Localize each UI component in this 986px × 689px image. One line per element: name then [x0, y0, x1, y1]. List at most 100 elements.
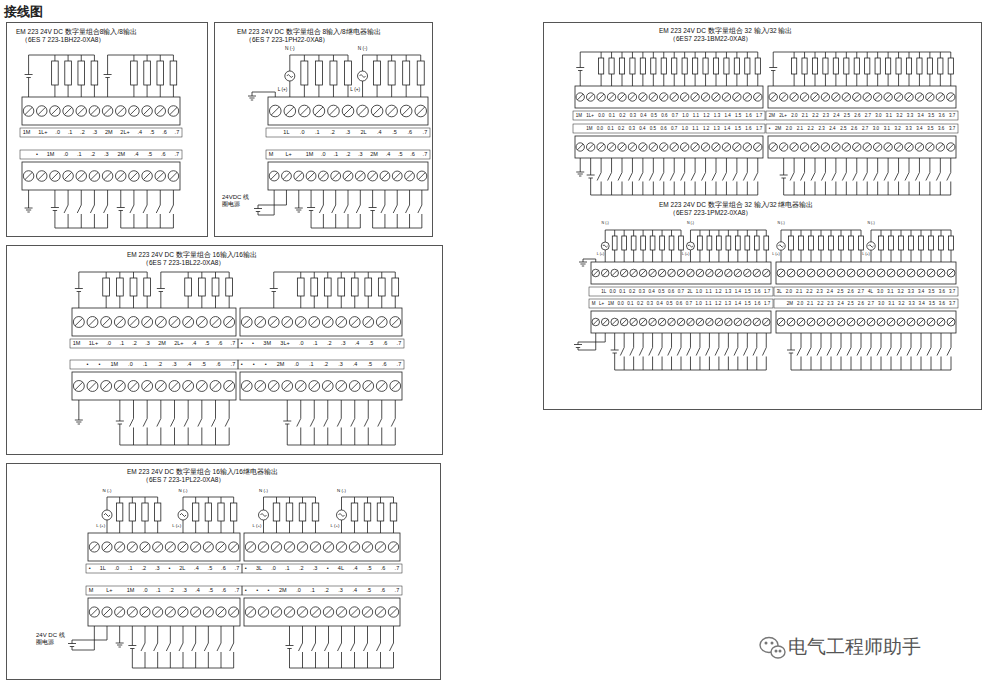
load — [630, 58, 635, 74]
terminal-screw — [142, 106, 153, 117]
terminal-screw — [592, 269, 600, 277]
load — [374, 61, 381, 85]
load — [929, 236, 934, 250]
switch-blade — [847, 348, 851, 356]
terminal-screw — [258, 542, 268, 552]
wire — [578, 333, 596, 350]
screw-slot — [661, 94, 667, 100]
terminal-screw — [336, 542, 346, 552]
load — [703, 58, 708, 74]
ac-tilde — [261, 514, 267, 517]
supply-polarity-label: L (+) — [350, 88, 360, 93]
wire — [170, 626, 171, 643]
wire — [354, 428, 355, 446]
wire — [215, 400, 216, 419]
wire — [747, 250, 748, 262]
load — [735, 236, 740, 250]
terminal-screw — [318, 171, 328, 181]
wire — [652, 357, 653, 371]
screw-slot — [593, 319, 598, 324]
wire — [622, 158, 623, 173]
wire — [919, 158, 920, 173]
screw-slot — [713, 94, 719, 100]
terminal-screw — [295, 317, 306, 328]
switch-blade — [649, 348, 653, 356]
screw-slot — [273, 608, 280, 615]
wire — [815, 52, 816, 58]
wire — [841, 357, 842, 371]
wire — [341, 520, 342, 533]
terminal-screw — [127, 542, 137, 552]
wire — [941, 357, 942, 371]
terminal-screw — [405, 171, 415, 181]
wire — [183, 520, 184, 533]
terminal-screw — [386, 105, 398, 117]
module-panel: EM 223 24V DC 数字量组合 32 输入/32 输出（6ES7 223… — [543, 22, 982, 410]
load — [297, 278, 304, 296]
supply-polarity-label: N (-) — [687, 222, 694, 226]
terminal-screw — [87, 381, 98, 392]
supply-polarity-label: N (-) — [259, 489, 268, 493]
label-strip — [266, 150, 430, 159]
wire — [287, 424, 288, 445]
screw-slot — [78, 107, 85, 114]
wire — [160, 292, 161, 309]
wire — [931, 333, 932, 348]
wire — [695, 52, 696, 58]
wire — [931, 250, 932, 262]
screw-slot — [938, 319, 944, 325]
switch-blade — [104, 205, 108, 213]
screw-slot — [854, 144, 860, 150]
switch-blade — [171, 419, 175, 427]
wire — [652, 230, 653, 236]
wire — [663, 158, 664, 173]
label-strip — [242, 564, 402, 573]
wire — [674, 74, 675, 86]
screw-slot — [89, 382, 97, 390]
terminal-screw — [349, 607, 359, 617]
terminal-screw — [586, 93, 594, 101]
terminal-screw — [769, 143, 777, 151]
battery-plate — [369, 207, 377, 208]
wire — [747, 230, 748, 236]
ac-source — [285, 71, 295, 81]
bus-wire — [161, 272, 229, 273]
load — [144, 278, 151, 296]
wechat-bubble — [771, 646, 785, 658]
terminal-screw — [884, 93, 892, 101]
terminal-labels: 1M 1L+ 0.0 0.1 0.2 0.3 0.4 0.5 0.6 0.7 1… — [576, 111, 762, 120]
switch-blade — [378, 419, 382, 427]
terminal-screw — [628, 93, 636, 101]
load — [231, 503, 237, 521]
screw-slot — [927, 144, 933, 150]
screw-slot — [937, 94, 943, 100]
screw-slot — [157, 382, 165, 390]
wire — [208, 626, 209, 643]
wire — [684, 52, 685, 58]
screw-slot — [703, 144, 709, 150]
terminal-screw — [680, 93, 688, 101]
label-strip — [70, 360, 238, 369]
wire — [851, 333, 852, 348]
screw-slot — [622, 319, 627, 324]
wire — [160, 214, 161, 228]
load — [52, 61, 59, 85]
load — [315, 61, 322, 85]
wire — [107, 78, 108, 98]
terminal-screw — [245, 542, 255, 552]
supply-polarity-label: L (+) — [253, 524, 262, 528]
wire — [705, 74, 706, 86]
screw-slot — [906, 144, 912, 150]
wire — [258, 190, 286, 205]
screw-slot — [744, 144, 750, 150]
wire — [929, 74, 930, 86]
ac-tilde — [868, 245, 873, 248]
battery-plate — [51, 207, 59, 208]
wire — [690, 333, 691, 348]
battery-plate — [128, 645, 136, 646]
screw-slot — [130, 172, 137, 179]
wire — [681, 333, 682, 348]
terminal-screw — [680, 143, 688, 151]
load — [789, 236, 794, 250]
terminal-screw — [607, 93, 615, 101]
